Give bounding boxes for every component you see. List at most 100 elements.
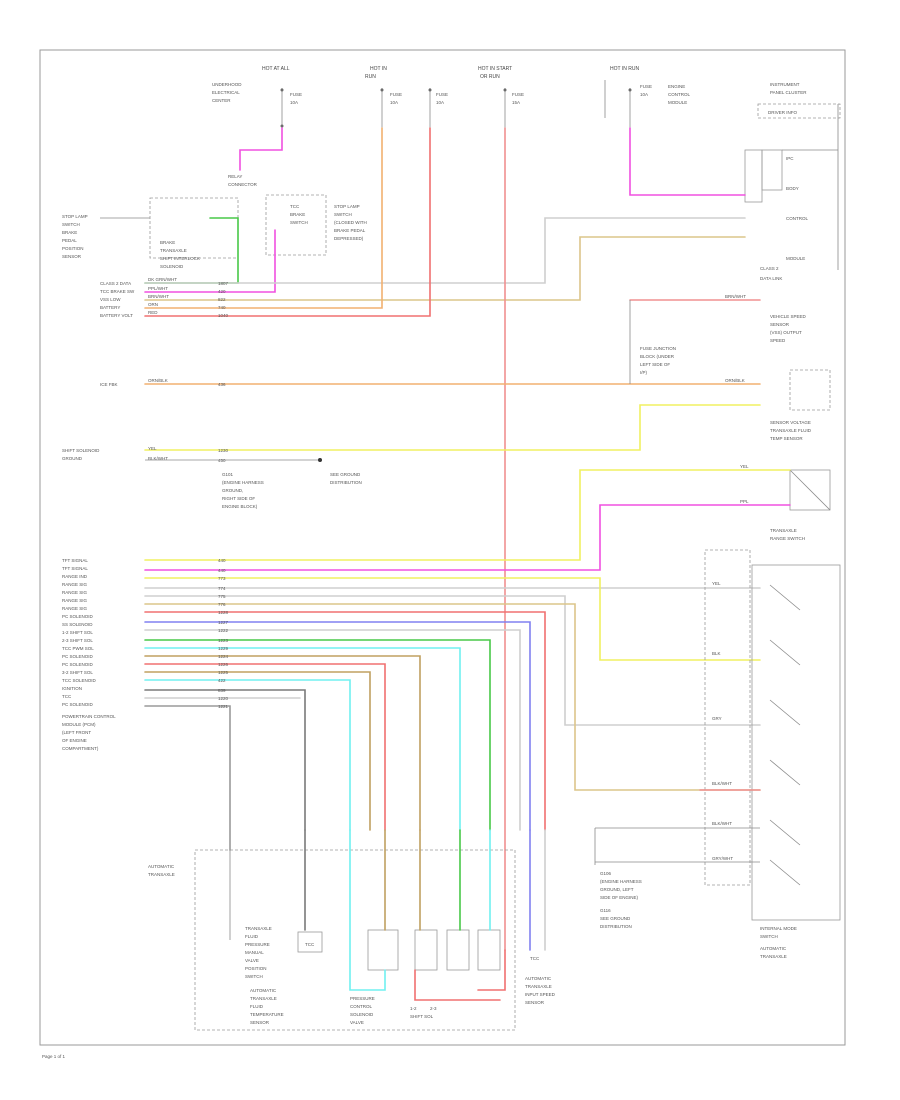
svg-text:SHIFT INTERLOCK: SHIFT INTERLOCK: [160, 256, 200, 261]
svg-text:15A: 15A: [512, 100, 520, 105]
svg-text:DRIVER INFO: DRIVER INFO: [768, 110, 798, 115]
lower-right-notes: G106 (ENGINE HARNESS GROUND, LEFT SIDE O…: [600, 871, 642, 929]
svg-text:1229: 1229: [218, 646, 229, 651]
svg-text:SPEED: SPEED: [770, 338, 786, 343]
svg-text:GROUND: GROUND: [62, 456, 83, 461]
svg-text:CONTROL: CONTROL: [350, 1004, 372, 1009]
svg-text:IPC: IPC: [786, 156, 794, 161]
lower-bus-labels: TFT SIGNAL TFT SIGNAL RANGE IND RANGE SI…: [62, 558, 116, 751]
svg-text:CLASS 2 DATA: CLASS 2 DATA: [100, 281, 131, 286]
svg-text:FUSE: FUSE: [290, 92, 302, 97]
svg-text:POSITION: POSITION: [62, 246, 84, 251]
svg-text:POSITION: POSITION: [245, 966, 267, 971]
upper-bus-wires: [144, 127, 746, 951]
svg-text:1226: 1226: [218, 662, 229, 667]
svg-text:1-2 SHIFT SOL: 1-2 SHIFT SOL: [62, 630, 93, 635]
svg-text:773: 773: [218, 576, 226, 581]
svg-text:BLOCK (UNDER: BLOCK (UNDER: [640, 354, 675, 359]
svg-text:FUSE: FUSE: [436, 92, 448, 97]
svg-text:SENSOR: SENSOR: [525, 1000, 545, 1005]
svg-text:PPL/WHT: PPL/WHT: [148, 286, 168, 291]
svg-text:436: 436: [218, 382, 226, 387]
svg-text:TEMPERATURE: TEMPERATURE: [250, 1012, 284, 1017]
svg-text:SWITCH: SWITCH: [290, 220, 308, 225]
svg-text:RANGE SIG: RANGE SIG: [62, 582, 88, 587]
svg-text:1807: 1807: [218, 281, 229, 286]
svg-text:ENGINE BLOCK): ENGINE BLOCK): [222, 504, 258, 509]
svg-text:10A: 10A: [640, 92, 648, 97]
svg-text:BRAKE: BRAKE: [290, 212, 305, 217]
svg-text:TFT SIGNAL: TFT SIGNAL: [62, 558, 88, 563]
svg-text:422: 422: [218, 678, 226, 683]
svg-text:TRANSAXLE: TRANSAXLE: [525, 984, 552, 989]
svg-text:STOP LAMP: STOP LAMP: [334, 204, 360, 209]
svg-text:LEFT SIDE OF: LEFT SIDE OF: [640, 362, 670, 367]
svg-text:PRESSURE: PRESSURE: [350, 996, 375, 1001]
svg-text:DISTRIBUTION: DISTRIBUTION: [330, 480, 362, 485]
svg-text:TRANSAXLE: TRANSAXLE: [760, 954, 787, 959]
svg-text:2-3 SHIFT SOL: 2-3 SHIFT SOL: [62, 638, 93, 643]
svg-text:SWITCH: SWITCH: [245, 974, 263, 979]
svg-text:PPL: PPL: [740, 499, 749, 504]
svg-text:RANGE SWITCH: RANGE SWITCH: [770, 536, 805, 541]
svg-text:TCC: TCC: [305, 942, 315, 947]
svg-text:420: 420: [218, 289, 226, 294]
page-label: Page 1 of 1: [42, 1054, 66, 1059]
svg-text:TFT SIGNAL: TFT SIGNAL: [62, 566, 88, 571]
hot-at-all-times-label: HOT AT ALL: [262, 66, 290, 72]
svg-text:IGNITION: IGNITION: [62, 686, 82, 691]
svg-text:SOLENOID: SOLENOID: [350, 1012, 374, 1017]
svg-text:TRANSAXLE: TRANSAXLE: [770, 528, 797, 533]
svg-text:HOT IN RUN: HOT IN RUN: [610, 66, 639, 72]
svg-text:SHIFT SOLENOID: SHIFT SOLENOID: [62, 448, 100, 453]
svg-text:G101: G101: [222, 472, 234, 477]
svg-text:AUTOMATIC: AUTOMATIC: [250, 988, 277, 993]
svg-text:2-3: 2-3: [430, 1006, 437, 1011]
svg-text:GRY: GRY: [712, 716, 722, 721]
svg-text:440: 440: [218, 568, 226, 573]
svg-text:OF ENGINE: OF ENGINE: [62, 738, 87, 743]
svg-text:(LEFT FRONT: (LEFT FRONT: [62, 730, 91, 735]
svg-text:SEE GROUND: SEE GROUND: [600, 916, 631, 921]
svg-text:10A: 10A: [290, 100, 298, 105]
svg-text:SS SOLENOID: SS SOLENOID: [62, 622, 93, 627]
svg-text:BATTERY: BATTERY: [100, 305, 120, 310]
upper-right-module: INSTRUMENT PANEL CLUSTER DRIVER INFO IPC…: [744, 82, 841, 281]
svg-text:POWERTRAIN CONTROL: POWERTRAIN CONTROL: [62, 714, 116, 719]
svg-text:775: 775: [218, 594, 226, 599]
svg-text:DISTRIBUTION: DISTRIBUTION: [600, 924, 632, 929]
svg-text:TRANSAXLE FLUID: TRANSAXLE FLUID: [770, 428, 812, 433]
svg-text:GROUND, LEFT: GROUND, LEFT: [600, 887, 634, 892]
svg-text:TRANSAXLE: TRANSAXLE: [245, 926, 272, 931]
svg-text:TEMP SENSOR: TEMP SENSOR: [770, 436, 803, 441]
svg-text:COMPARTMENT): COMPARTMENT): [62, 746, 99, 751]
svg-text:BLK: BLK: [712, 651, 721, 656]
svg-text:CENTER: CENTER: [212, 98, 231, 103]
middle-left-labels: SHIFT SOLENOID GROUND YEL BLK/WHT 1230 4…: [62, 446, 362, 509]
svg-text:DATA LINK: DATA LINK: [760, 276, 782, 281]
brake-switch-area: STOP LAMP SWITCH BRAKE PEDAL POSITION SE…: [62, 174, 367, 269]
svg-text:(ENGINE HARNESS: (ENGINE HARNESS: [600, 879, 642, 884]
svg-text:STOP LAMP: STOP LAMP: [62, 214, 88, 219]
svg-text:SWITCH: SWITCH: [62, 222, 80, 227]
svg-text:(ENGINE HARNESS: (ENGINE HARNESS: [222, 480, 264, 485]
svg-text:1222: 1222: [218, 628, 229, 633]
svg-text:VALVE: VALVE: [350, 1020, 364, 1025]
svg-text:HOT IN: HOT IN: [370, 66, 387, 72]
svg-text:1225: 1225: [218, 670, 229, 675]
svg-text:AUTOMATIC: AUTOMATIC: [148, 864, 175, 869]
svg-text:BRAKE: BRAKE: [62, 230, 77, 235]
svg-text:AUTOMATIC: AUTOMATIC: [525, 976, 552, 981]
svg-text:774: 774: [218, 586, 226, 591]
svg-text:1227: 1227: [218, 620, 229, 625]
svg-text:PC SOLENOID: PC SOLENOID: [62, 662, 94, 667]
svg-text:10A: 10A: [390, 100, 398, 105]
svg-text:I/P): I/P): [640, 370, 648, 375]
svg-text:BLK/WHT: BLK/WHT: [712, 821, 732, 826]
svg-text:FUSE: FUSE: [512, 92, 524, 97]
transaxle-solenoids: AUTOMATIC TRANSAXLE TRANSAXLE FLUID PRES…: [148, 829, 556, 1031]
svg-text:776: 776: [218, 602, 226, 607]
svg-text:PEDAL: PEDAL: [62, 238, 77, 243]
svg-text:1223: 1223: [218, 638, 229, 643]
